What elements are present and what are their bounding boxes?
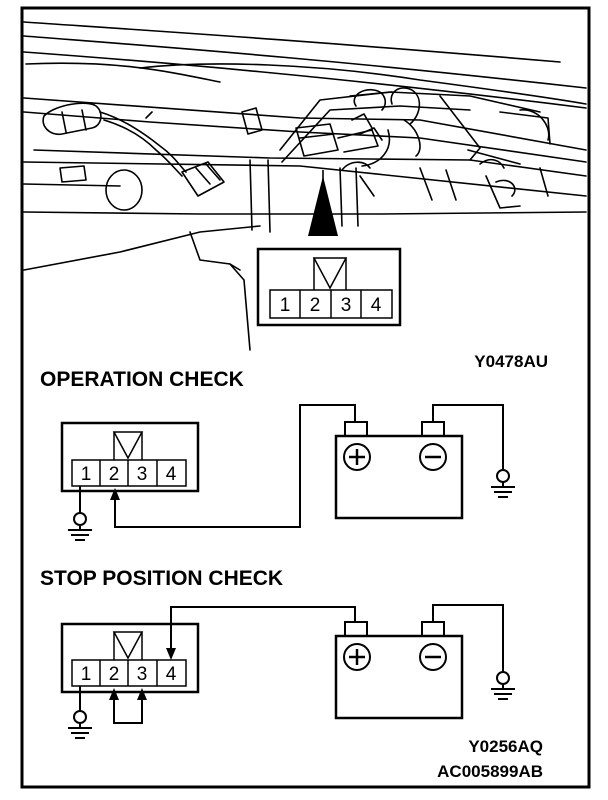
stop-figure-code: Y0256AQ: [468, 737, 543, 756]
vehicle-illustration: [23, 21, 587, 351]
stop-pin-4: 4: [166, 664, 177, 685]
stop-pin-1: 1: [81, 664, 92, 685]
pointer-arrow: [308, 176, 338, 236]
figure-code: AC005899AB: [437, 762, 543, 781]
stop-wire-positive: [170, 606, 356, 650]
stop-position-check-title: STOP POSITION CHECK: [40, 567, 283, 590]
op-pin-4: 4: [166, 464, 177, 485]
op-ground-pin1: [68, 486, 92, 541]
upper-connector-view: 1 2 3 4: [256, 247, 402, 327]
stop-pin-3: 3: [137, 664, 148, 685]
op-wire-positive: [114, 404, 356, 528]
op-ground-battery: [432, 404, 515, 498]
stop-arrow-pin4: [166, 648, 176, 660]
upper-connector-key: [312, 257, 348, 290]
upper-figure-code: Y0478AU: [474, 352, 548, 371]
upper-pin-1: 1: [280, 295, 291, 316]
stop-ground-pin1: [68, 686, 92, 739]
upper-pin-4: 4: [371, 295, 382, 316]
op-pin-3: 3: [137, 464, 148, 485]
op-pin-2: 2: [109, 464, 120, 485]
op-battery: [334, 421, 464, 520]
upper-pin-2: 2: [310, 295, 321, 316]
stop-jumper-pin2-pin3: [109, 688, 147, 724]
stop-ground-battery: [432, 604, 515, 700]
stop-pin-2: 2: [109, 664, 120, 685]
stop-battery: [334, 621, 464, 720]
op-arrow-pin2: [110, 488, 120, 500]
op-pin-1: 1: [81, 464, 92, 485]
operation-check-connector: 1 2 3 4: [60, 421, 200, 493]
stop-check-connector: 1 2 3 4: [60, 622, 200, 694]
upper-pin-3: 3: [341, 295, 352, 316]
operation-check-title: OPERATION CHECK: [40, 368, 244, 391]
